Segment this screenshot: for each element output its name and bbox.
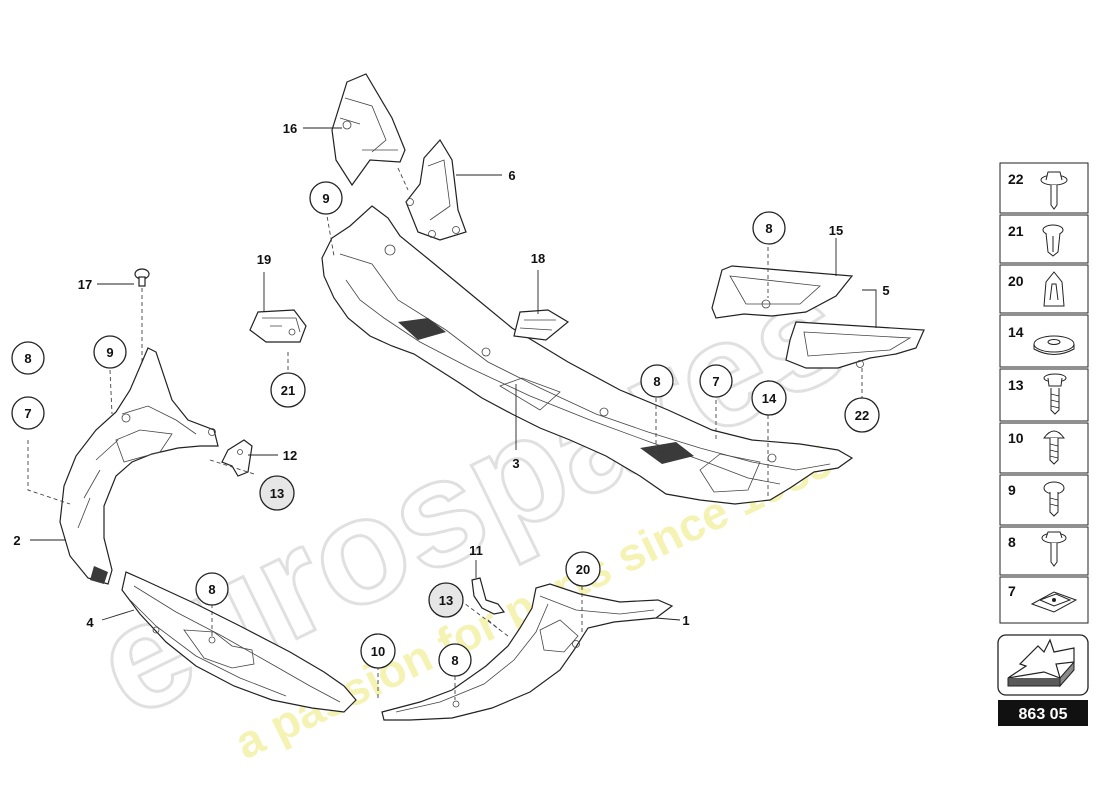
washer-icon xyxy=(1033,335,1075,355)
bubble-20: 20 xyxy=(565,551,601,587)
fastener-row-21: 21 xyxy=(999,214,1089,264)
part-11-bracket xyxy=(471,577,506,615)
part-15-right-bracket xyxy=(711,265,854,319)
part-18-pad xyxy=(513,309,570,341)
callout-12: 12 xyxy=(283,448,297,463)
direction-arrow-icon xyxy=(1007,638,1075,688)
part-12-bracket xyxy=(221,439,253,477)
callout-16: 16 xyxy=(283,121,297,136)
bubble-8-bottom: 8 xyxy=(438,643,472,677)
svg-text:14: 14 xyxy=(1008,324,1024,340)
fastener-row-20: 20 xyxy=(999,264,1089,314)
fastener-row-9: 9 xyxy=(999,474,1089,526)
bubble-9-left: 9 xyxy=(93,335,127,369)
bubble-13-bottom: 13 xyxy=(428,582,464,618)
svg-text:7: 7 xyxy=(1008,583,1016,599)
part-5-right-panel xyxy=(785,321,925,369)
bubble-22: 22 xyxy=(844,397,880,433)
svg-text:10: 10 xyxy=(1008,430,1024,446)
svg-text:21: 21 xyxy=(281,383,295,398)
svg-text:20: 20 xyxy=(576,562,590,577)
fastener-row-10: 10 xyxy=(999,422,1089,474)
svg-text:9: 9 xyxy=(1008,482,1016,498)
svg-text:13: 13 xyxy=(1008,377,1024,393)
svg-text:9: 9 xyxy=(106,345,113,360)
svg-text:7: 7 xyxy=(712,374,719,389)
part-1-lower-right-panel xyxy=(381,583,674,721)
bubble-8-right: 8 xyxy=(752,211,786,245)
fastener-row-13: 13 xyxy=(999,368,1089,422)
fastener-row-7: 7 xyxy=(999,576,1089,624)
svg-text:8: 8 xyxy=(451,653,458,668)
pan-head-screw-icon xyxy=(1043,430,1065,465)
svg-text:8: 8 xyxy=(765,221,772,236)
part-3-underbody-tray xyxy=(321,205,854,505)
callout-3: 3 xyxy=(512,456,519,471)
page-code-text: 863 05 xyxy=(1019,706,1068,723)
bubble-21: 21 xyxy=(270,372,306,408)
svg-text:8: 8 xyxy=(208,582,215,597)
push-clip-icon xyxy=(1043,271,1065,307)
callout-5: 5 xyxy=(882,283,889,298)
fastener-panel: 22 21 20 xyxy=(999,162,1089,624)
callout-19: 19 xyxy=(257,252,271,267)
expanding-rivet-icon xyxy=(1042,224,1064,257)
callout-11: 11 xyxy=(469,543,483,558)
svg-text:13: 13 xyxy=(439,593,453,608)
callout-6: 6 xyxy=(508,168,515,183)
callout-bubbles: 8 7 9 9 21 13 8 7 xyxy=(11,181,880,677)
svg-text:9: 9 xyxy=(322,191,329,206)
svg-text:22: 22 xyxy=(855,408,869,423)
bubble-10: 10 xyxy=(360,633,396,669)
fastener-row-8: 8 xyxy=(999,526,1089,576)
svg-text:20: 20 xyxy=(1008,273,1024,289)
fastener-row-14: 14 xyxy=(999,314,1089,368)
callout-4: 4 xyxy=(86,615,94,630)
part-19-block xyxy=(249,309,307,343)
flanged-screw-icon xyxy=(1040,171,1068,210)
callout-15: 15 xyxy=(829,223,843,238)
svg-text:13: 13 xyxy=(270,486,284,501)
callout-18: 18 xyxy=(531,251,545,266)
button-head-screw-icon xyxy=(1043,481,1065,517)
bubble-8-left: 8 xyxy=(11,341,45,375)
washer-head-screw-icon xyxy=(1041,531,1067,567)
direction-indicator xyxy=(997,634,1089,696)
svg-text:8: 8 xyxy=(653,374,660,389)
callout-1: 1 xyxy=(682,613,689,628)
bubble-8-bottom-left: 8 xyxy=(195,572,229,606)
svg-text:21: 21 xyxy=(1008,223,1024,239)
svg-text:8: 8 xyxy=(24,351,31,366)
fastener-row-22: 22 xyxy=(999,162,1089,214)
bubble-9-top: 9 xyxy=(309,181,343,215)
page-code-label: 863 05 xyxy=(998,700,1088,726)
svg-text:8: 8 xyxy=(1008,534,1016,550)
callout-2: 2 xyxy=(13,533,20,548)
bubble-7-left: 7 xyxy=(11,396,45,430)
bubble-14: 14 xyxy=(751,380,787,416)
svg-text:22: 22 xyxy=(1008,171,1024,187)
part-17-plug xyxy=(134,268,150,287)
part-4-lower-left-panel xyxy=(121,571,357,713)
callout-labels: 16 6 17 19 18 15 5 3 2 12 4 11 1 xyxy=(13,121,889,630)
svg-text:10: 10 xyxy=(371,644,385,659)
hex-flange-bolt-icon xyxy=(1043,373,1067,415)
part-6-trim-bracket xyxy=(405,138,467,241)
callout-17: 17 xyxy=(78,277,92,292)
leader-lines xyxy=(27,127,877,700)
speed-nut-icon xyxy=(1030,591,1078,613)
svg-text:7: 7 xyxy=(24,406,31,421)
bubble-7-mid: 7 xyxy=(699,364,733,398)
bubble-13-mid: 13 xyxy=(259,475,295,511)
svg-text:14: 14 xyxy=(762,391,777,406)
part-16-upper-trim xyxy=(331,73,406,187)
part-2-left-liner xyxy=(59,347,219,585)
bubble-8-mid: 8 xyxy=(640,364,674,398)
